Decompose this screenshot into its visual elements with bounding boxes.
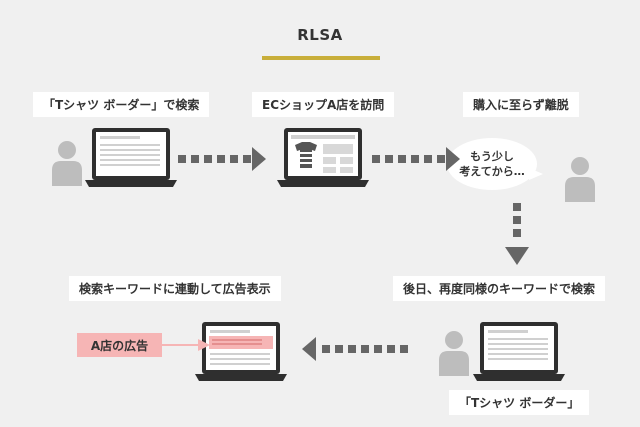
user-icon bbox=[565, 157, 595, 202]
speech-bubble: もう少し 考えてから… bbox=[447, 138, 537, 190]
step5-label: 検索キーワードに連動して広告表示 bbox=[69, 276, 281, 301]
laptop-search-icon bbox=[85, 128, 177, 187]
laptop-search-again-icon bbox=[473, 322, 565, 381]
user-icon bbox=[52, 141, 82, 186]
bubble-line1: もう少し bbox=[470, 150, 514, 163]
step1-label: 「Tシャツ ボーダー」で検索 bbox=[33, 92, 210, 117]
laptop-ad-icon bbox=[195, 322, 287, 381]
ad-tag-label: A店の広告 bbox=[90, 338, 149, 353]
arrow-down-icon bbox=[505, 203, 529, 265]
step4-label: 後日、再度同様のキーワードで検索 bbox=[393, 276, 606, 301]
ad-tag: A店の広告 bbox=[77, 333, 162, 357]
arrow-right-icon bbox=[178, 147, 266, 171]
user-icon bbox=[439, 331, 469, 376]
laptop-shop-icon bbox=[277, 128, 369, 187]
diagram-title: RLSA bbox=[297, 26, 343, 44]
step3-label: 購入に至らず離脱 bbox=[463, 92, 579, 117]
title-underline bbox=[262, 56, 380, 60]
step2-label: ECショップA店を訪問 bbox=[252, 92, 395, 117]
ad-pointer-arrow-icon bbox=[162, 339, 210, 351]
step4-search-term: 「Tシャツ ボーダー」 bbox=[449, 390, 590, 415]
arrow-left-icon bbox=[302, 337, 408, 361]
bubble-line2: 考えてから… bbox=[459, 165, 525, 178]
arrow-right-icon bbox=[372, 147, 460, 171]
tshirt-icon bbox=[295, 142, 317, 168]
